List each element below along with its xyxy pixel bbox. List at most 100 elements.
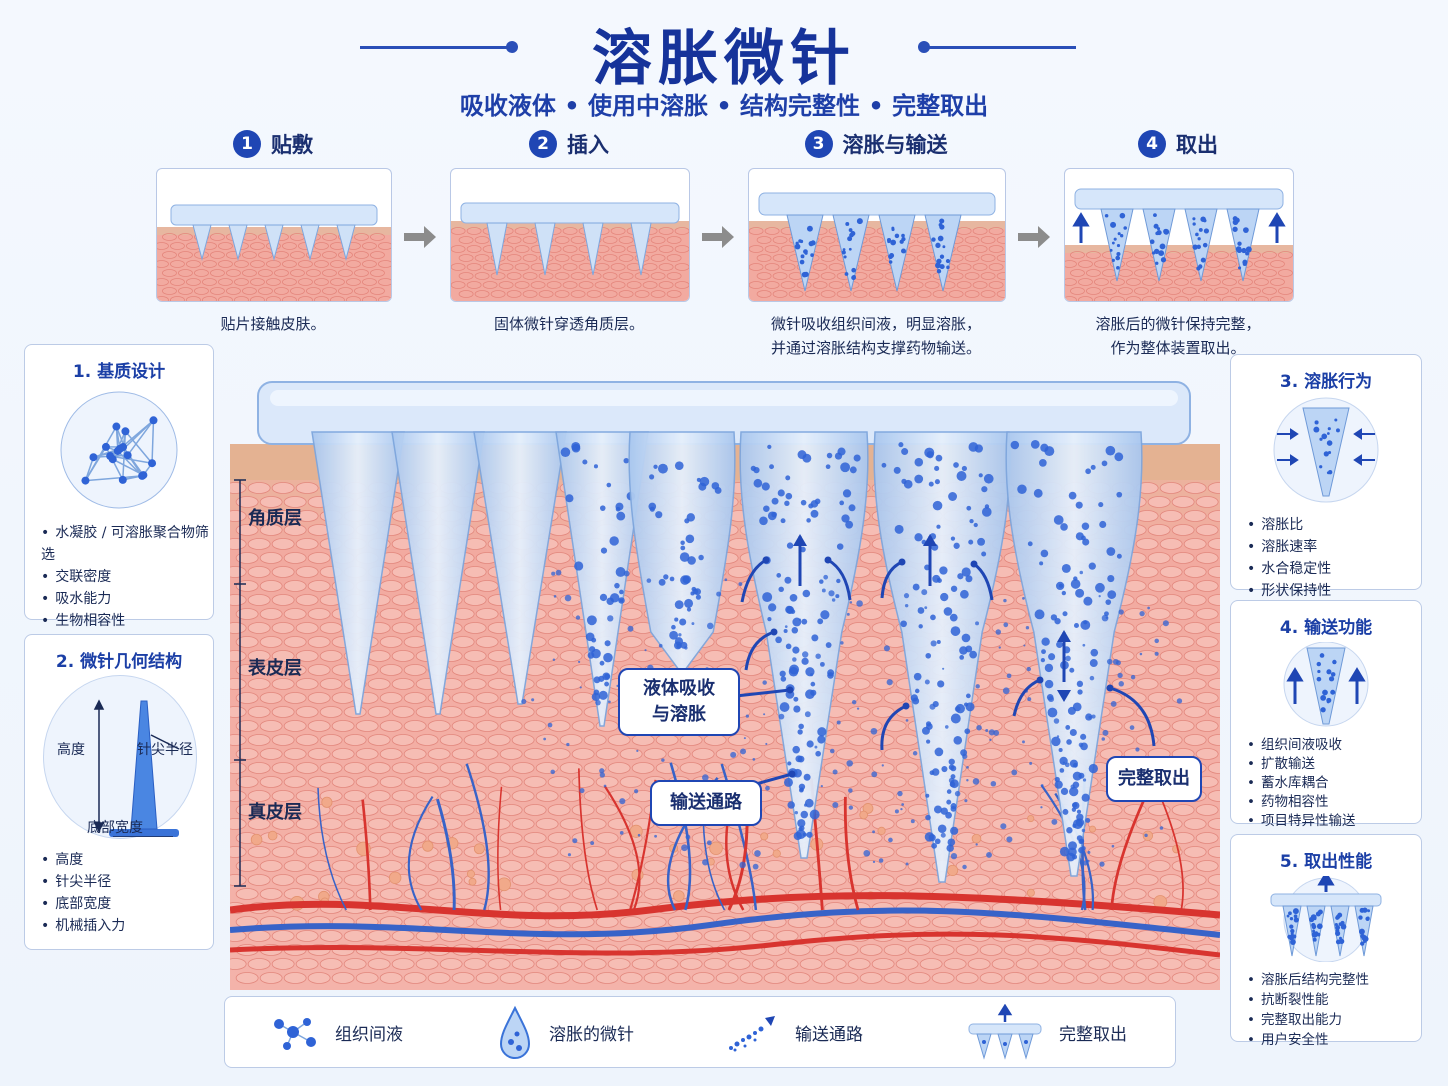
step-3-label: 溶胀与输送 bbox=[842, 133, 948, 157]
panel-matrix-design: 1. 基质设计 水凝胶 / 可溶胀聚合物筛选 交联密度 吸水能力 生物相容性 bbox=[24, 344, 214, 629]
step-3-diagram bbox=[749, 192, 1005, 301]
callout-absorption-line-1: 液体吸收 bbox=[643, 678, 715, 699]
panel-delivery-item: 扩散输送 bbox=[1247, 755, 1421, 774]
step-4-illustration bbox=[1064, 168, 1294, 302]
panel-removal-item: 用户安全性 bbox=[1247, 1030, 1421, 1050]
step-3-caption-line-1: 微针吸收组织间液，明显溶胀， bbox=[770, 315, 981, 333]
step-3-caption-line-2: 并通过溶胀结构支撑药物输送。 bbox=[770, 339, 981, 357]
geometry-tip-label: 针尖半径 bbox=[137, 742, 193, 758]
layer-label-dermis: 真皮层 bbox=[248, 802, 302, 823]
panel-swelling-title: 3. 溶胀行为 bbox=[1279, 372, 1373, 392]
panel-needle-geometry: 2. 微针几何结构 高度 针尖半径 底部宽度 高度 针尖半径 底部宽度 机械插入… bbox=[24, 634, 214, 950]
legend: 组织间液 溶胀的微针 输送通路 完整取出 bbox=[224, 996, 1176, 1068]
panel-swelling-item: 形状保持性 bbox=[1247, 580, 1421, 602]
panel-matrix-item: 水凝胶 / 可溶胀聚合物筛选 bbox=[41, 522, 213, 566]
removal-patch-icon bbox=[1270, 876, 1382, 962]
swollen-needle-icon bbox=[499, 1005, 531, 1059]
panel-swelling-item: 溶胀比 bbox=[1247, 514, 1421, 536]
interstitial-fluid-icon bbox=[274, 1018, 316, 1050]
removal-fluid-dots bbox=[1286, 907, 1371, 946]
delivery-fluid-dots bbox=[1316, 653, 1337, 713]
delivery-needle-icon bbox=[1283, 642, 1369, 727]
legend-label-path: 输送通路 bbox=[795, 1024, 863, 1045]
layer-scale-bar bbox=[234, 479, 246, 887]
geometry-base-label: 底部宽度 bbox=[87, 820, 143, 836]
step-4-label: 取出 bbox=[1176, 133, 1218, 157]
step-arrow-2 bbox=[702, 226, 734, 248]
step-1-heading: 1 贴敷 bbox=[156, 128, 390, 160]
step-4-diagram bbox=[1065, 188, 1293, 301]
step-3-fluid-dots bbox=[794, 218, 950, 281]
step-3-caption: 微针吸收组织间液，明显溶胀， 并通过溶胀结构支撑药物输送。 bbox=[740, 312, 1012, 360]
panel-geometry-item: 底部宽度 bbox=[41, 893, 125, 915]
legend-item-path: 输送通路 bbox=[725, 997, 863, 1067]
needle-geometry-icon bbox=[93, 699, 180, 837]
panel-delivery-item: 项目特异性输送 bbox=[1247, 812, 1421, 831]
step-2-diagram bbox=[451, 202, 689, 301]
panel-delivery-title: 4. 输送功能 bbox=[1279, 618, 1373, 638]
panel-removal-item: 溶胀后结构完整性 bbox=[1247, 970, 1421, 990]
layer-label-epidermis: 表皮层 bbox=[248, 658, 302, 679]
layer-label-stratum-corneum: 角质层 bbox=[248, 508, 302, 529]
swelling-needle-icon bbox=[1273, 397, 1379, 503]
step-1-number: 1 bbox=[233, 130, 261, 158]
step-1-label: 贴敷 bbox=[271, 133, 313, 157]
legend-label-fluid: 组织间液 bbox=[335, 1024, 403, 1045]
legend-label-needle: 溶胀的微针 bbox=[549, 1024, 634, 1045]
panel-matrix-item: 生物相容性 bbox=[41, 610, 213, 632]
step-4-caption: 溶胀后的微针保持完整， 作为整体装置取出。 bbox=[1056, 312, 1300, 360]
panel-delivery-item: 组织间液吸收 bbox=[1247, 736, 1421, 755]
step-4-number: 4 bbox=[1138, 130, 1166, 158]
panel-delivery-item: 蓄水库耦合 bbox=[1247, 774, 1421, 793]
step-2-label: 插入 bbox=[567, 133, 609, 157]
panel-matrix-item: 吸水能力 bbox=[41, 588, 213, 610]
polymer-network-icon bbox=[60, 391, 178, 509]
callout-complete-removal: 完整取出 bbox=[1106, 756, 1202, 802]
callout-delivery-channel: 输送通路 bbox=[650, 780, 762, 826]
panel-removal-item: 抗断裂性能 bbox=[1247, 990, 1421, 1010]
title-dot-right bbox=[918, 41, 930, 53]
complete-removal-icon bbox=[968, 1004, 1042, 1060]
step-2-caption: 固体微针穿透角质层。 bbox=[440, 312, 698, 336]
step-4-heading: 4 取出 bbox=[1064, 128, 1292, 160]
step-2-illustration bbox=[450, 168, 690, 302]
panel-swelling-item: 溶胀速率 bbox=[1247, 536, 1421, 558]
step-arrow-3 bbox=[1018, 226, 1050, 248]
step-4-caption-line-2: 作为整体装置取出。 bbox=[1110, 339, 1246, 357]
panel-swelling-behavior: 3. 溶胀行为 溶胀比 溶胀速率 水合稳定性 形状保持性 bbox=[1230, 354, 1422, 599]
legend-item-needle: 溶胀的微针 bbox=[495, 997, 634, 1067]
panel-geometry-item: 针尖半径 bbox=[41, 871, 125, 893]
title-dot-left bbox=[506, 41, 518, 53]
step-4-fluid-dots bbox=[1104, 212, 1252, 271]
step-2-heading: 2 插入 bbox=[450, 128, 688, 160]
step-4-caption-line-1: 溶胀后的微针保持完整， bbox=[1095, 315, 1261, 333]
title-line-left bbox=[360, 46, 510, 49]
callout-absorption: 液体吸收 与溶胀 bbox=[618, 668, 740, 736]
panel-geometry-item: 高度 bbox=[41, 849, 125, 871]
page-subtitle: 吸收液体 • 使用中溶胀 • 结构完整性 • 完整取出 bbox=[459, 92, 989, 120]
panel-delivery-item: 药物相容性 bbox=[1247, 793, 1421, 812]
step-2-caption-line: 固体微针穿透角质层。 bbox=[493, 315, 644, 333]
step-1-diagram bbox=[157, 204, 391, 301]
step-1-skin-cells bbox=[157, 233, 391, 301]
fluid-particles bbox=[521, 569, 1183, 870]
callout-absorption-line-2: 与溶胀 bbox=[652, 704, 706, 725]
panel-removal-title: 5. 取出性能 bbox=[1279, 852, 1373, 872]
panel-removal-item: 完整取出能力 bbox=[1247, 1010, 1421, 1030]
geometry-figure-bg bbox=[43, 675, 197, 839]
legend-item-fluid: 组织间液 bbox=[265, 997, 403, 1067]
panel-matrix-item: 交联密度 bbox=[41, 566, 213, 588]
panel-delivery-function: 4. 输送功能 组织间液吸收 扩散输送 蓄水库耦合 药物相容性 项目特异性输送 bbox=[1230, 600, 1422, 829]
step-1-illustration bbox=[156, 168, 392, 302]
panel-geometry-item: 机械插入力 bbox=[41, 915, 125, 937]
step-arrow-1 bbox=[404, 226, 436, 248]
skin-cross-section: 角质层 表皮层 真皮层 液体吸收 与溶胀 输送通路 完整取出 bbox=[230, 370, 1220, 990]
panel-removal-performance: 5. 取出性能 溶胀后结构完整性 抗断裂性能 完整取出能力 用户安全性 bbox=[1230, 834, 1422, 1048]
title-line-right bbox=[926, 46, 1076, 49]
step-2-number: 2 bbox=[529, 130, 557, 158]
panel-swelling-item: 水合稳定性 bbox=[1247, 558, 1421, 580]
legend-label-removal: 完整取出 bbox=[1059, 1024, 1127, 1045]
step-1-caption-line: 贴片接触皮肤。 bbox=[220, 315, 326, 333]
panel-geometry-title: 2. 微针几何结构 bbox=[55, 652, 183, 672]
panel-matrix-title: 1. 基质设计 bbox=[72, 362, 166, 382]
